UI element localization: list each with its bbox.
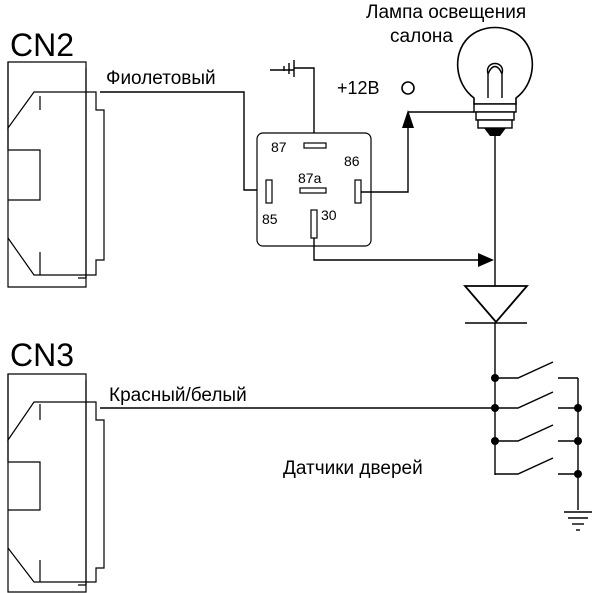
pin-85-label: 85 xyxy=(262,211,278,227)
power-label: +12В xyxy=(337,78,380,98)
cn2-label: CN2 xyxy=(10,27,74,63)
pin-30 xyxy=(310,209,318,239)
ground-icon xyxy=(270,60,315,137)
door-sensors xyxy=(491,361,582,510)
cn2-wire-label: Фиолетовый xyxy=(106,68,216,89)
ground-icon xyxy=(564,511,592,531)
pin-87 xyxy=(303,142,327,149)
pin-85 xyxy=(265,179,273,204)
arrow-right-icon xyxy=(478,253,494,267)
pin-86-label: 86 xyxy=(344,153,360,169)
cn3-wire-label: Красный/белый xyxy=(109,385,247,406)
relay: 87 87a 86 85 30 xyxy=(256,132,372,247)
pin-86 xyxy=(354,179,362,204)
lamp-label-line2: салона xyxy=(390,26,453,47)
pin-30-label: 30 xyxy=(321,207,337,223)
pin-87a-label: 87a xyxy=(298,170,322,186)
cn3-label: CN3 xyxy=(10,337,74,373)
pin-87-label: 87 xyxy=(271,139,287,155)
arrow-up-icon xyxy=(402,110,414,128)
connector-cn2: CN2 xyxy=(7,27,105,288)
connector-cn3: CN3 xyxy=(7,337,105,593)
lamp-label-line1: Лампа освещения xyxy=(366,2,526,23)
pin86-wire xyxy=(361,128,409,193)
pin30-wire xyxy=(313,238,480,261)
door-sensors-label: Датчики дверей xyxy=(283,458,423,479)
pin-87a xyxy=(299,187,327,194)
terminal-icon xyxy=(401,81,415,95)
diode-icon xyxy=(463,285,529,324)
violet-wire xyxy=(100,91,262,191)
lamp-icon xyxy=(456,26,534,136)
